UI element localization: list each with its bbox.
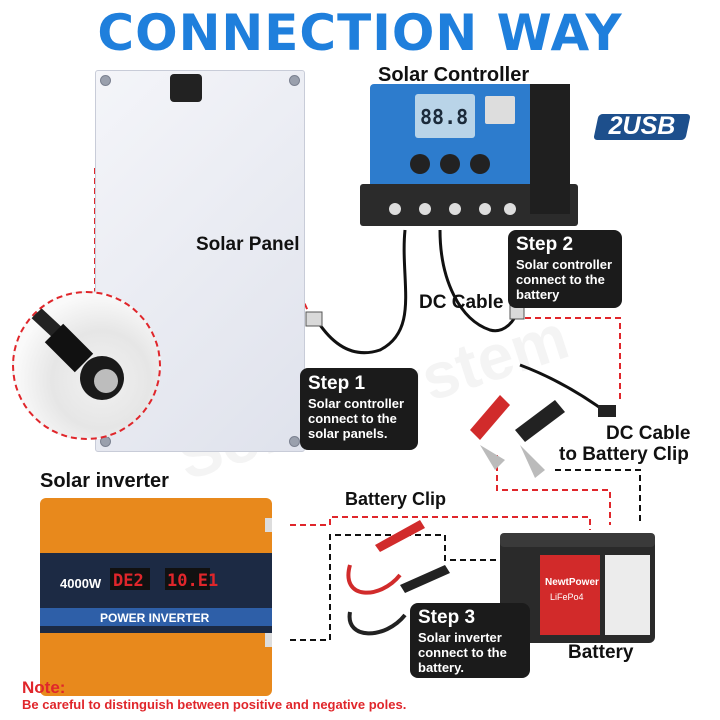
mount-hole-icon (100, 75, 111, 86)
step-2-line: Solar controller (516, 257, 613, 272)
solar-controller-illustration: 88.8 (360, 84, 578, 226)
step-1-line: solar panels. (308, 426, 388, 441)
step-3-line: connect to the (418, 645, 507, 660)
dc-cable-battery-label-2: to Battery Clip (559, 444, 689, 465)
black-clip-icon (515, 400, 565, 478)
svg-text:88.8: 88.8 (420, 105, 468, 129)
connector-zoom-circle (12, 291, 161, 440)
step-3-line: battery. (418, 660, 464, 675)
step-3-box: Step 3 Solar inverter connect to the bat… (410, 603, 530, 678)
step-2-box: Step 2 Solar controller connect to the b… (508, 230, 622, 308)
svg-text:NewtPower: NewtPower (545, 577, 599, 588)
usb-badge-label: 2USB (608, 112, 676, 140)
mount-hole-icon (289, 436, 300, 447)
step-2-line: connect to the (516, 272, 605, 287)
mc4-connector-icon (14, 293, 124, 400)
mount-hole-icon (289, 75, 300, 86)
svg-text:DE2: DE2 (113, 571, 144, 591)
step-3-title: Step 3 (418, 607, 476, 628)
junction-box-icon (170, 74, 202, 102)
step-2-line: battery (516, 287, 560, 302)
svg-text:10.E1: 10.E1 (167, 571, 218, 591)
step-1-line: connect to the (308, 411, 397, 426)
step-3-line: Solar inverter (418, 630, 502, 645)
solar-inverter-label: Solar inverter (40, 470, 169, 492)
dc-cable-label: DC Cable (419, 292, 504, 313)
battery-clip-label: Battery Clip (345, 489, 447, 509)
svg-text:POWER INVERTER: POWER INVERTER (100, 611, 210, 625)
note-text: Be careful to distinguish between positi… (22, 697, 407, 712)
battery-illustration: NewtPower LiFePo4 (500, 533, 655, 643)
solar-panel-label: Solar Panel (196, 234, 300, 255)
note-title: Note: (22, 678, 66, 697)
step-1-title: Step 1 (308, 373, 366, 394)
svg-text:4000W: 4000W (60, 576, 102, 591)
svg-text:LiFePo4: LiFePo4 (550, 592, 584, 602)
page-title: CONNECTION WAY (97, 4, 623, 62)
step-1-line: Solar controller (308, 396, 405, 411)
step-1-box: Step 1 Solar controller connect to the s… (300, 368, 418, 450)
solar-controller-label: Solar Controller (378, 64, 530, 86)
battery-label: Battery (568, 642, 634, 663)
dc-cable-battery-label-1: DC Cable (606, 423, 691, 444)
red-clip-icon (470, 395, 510, 470)
step-2-title: Step 2 (516, 234, 574, 255)
solar-inverter-illustration: DE2 10.E1 4000W POWER INVERTER (40, 498, 272, 696)
